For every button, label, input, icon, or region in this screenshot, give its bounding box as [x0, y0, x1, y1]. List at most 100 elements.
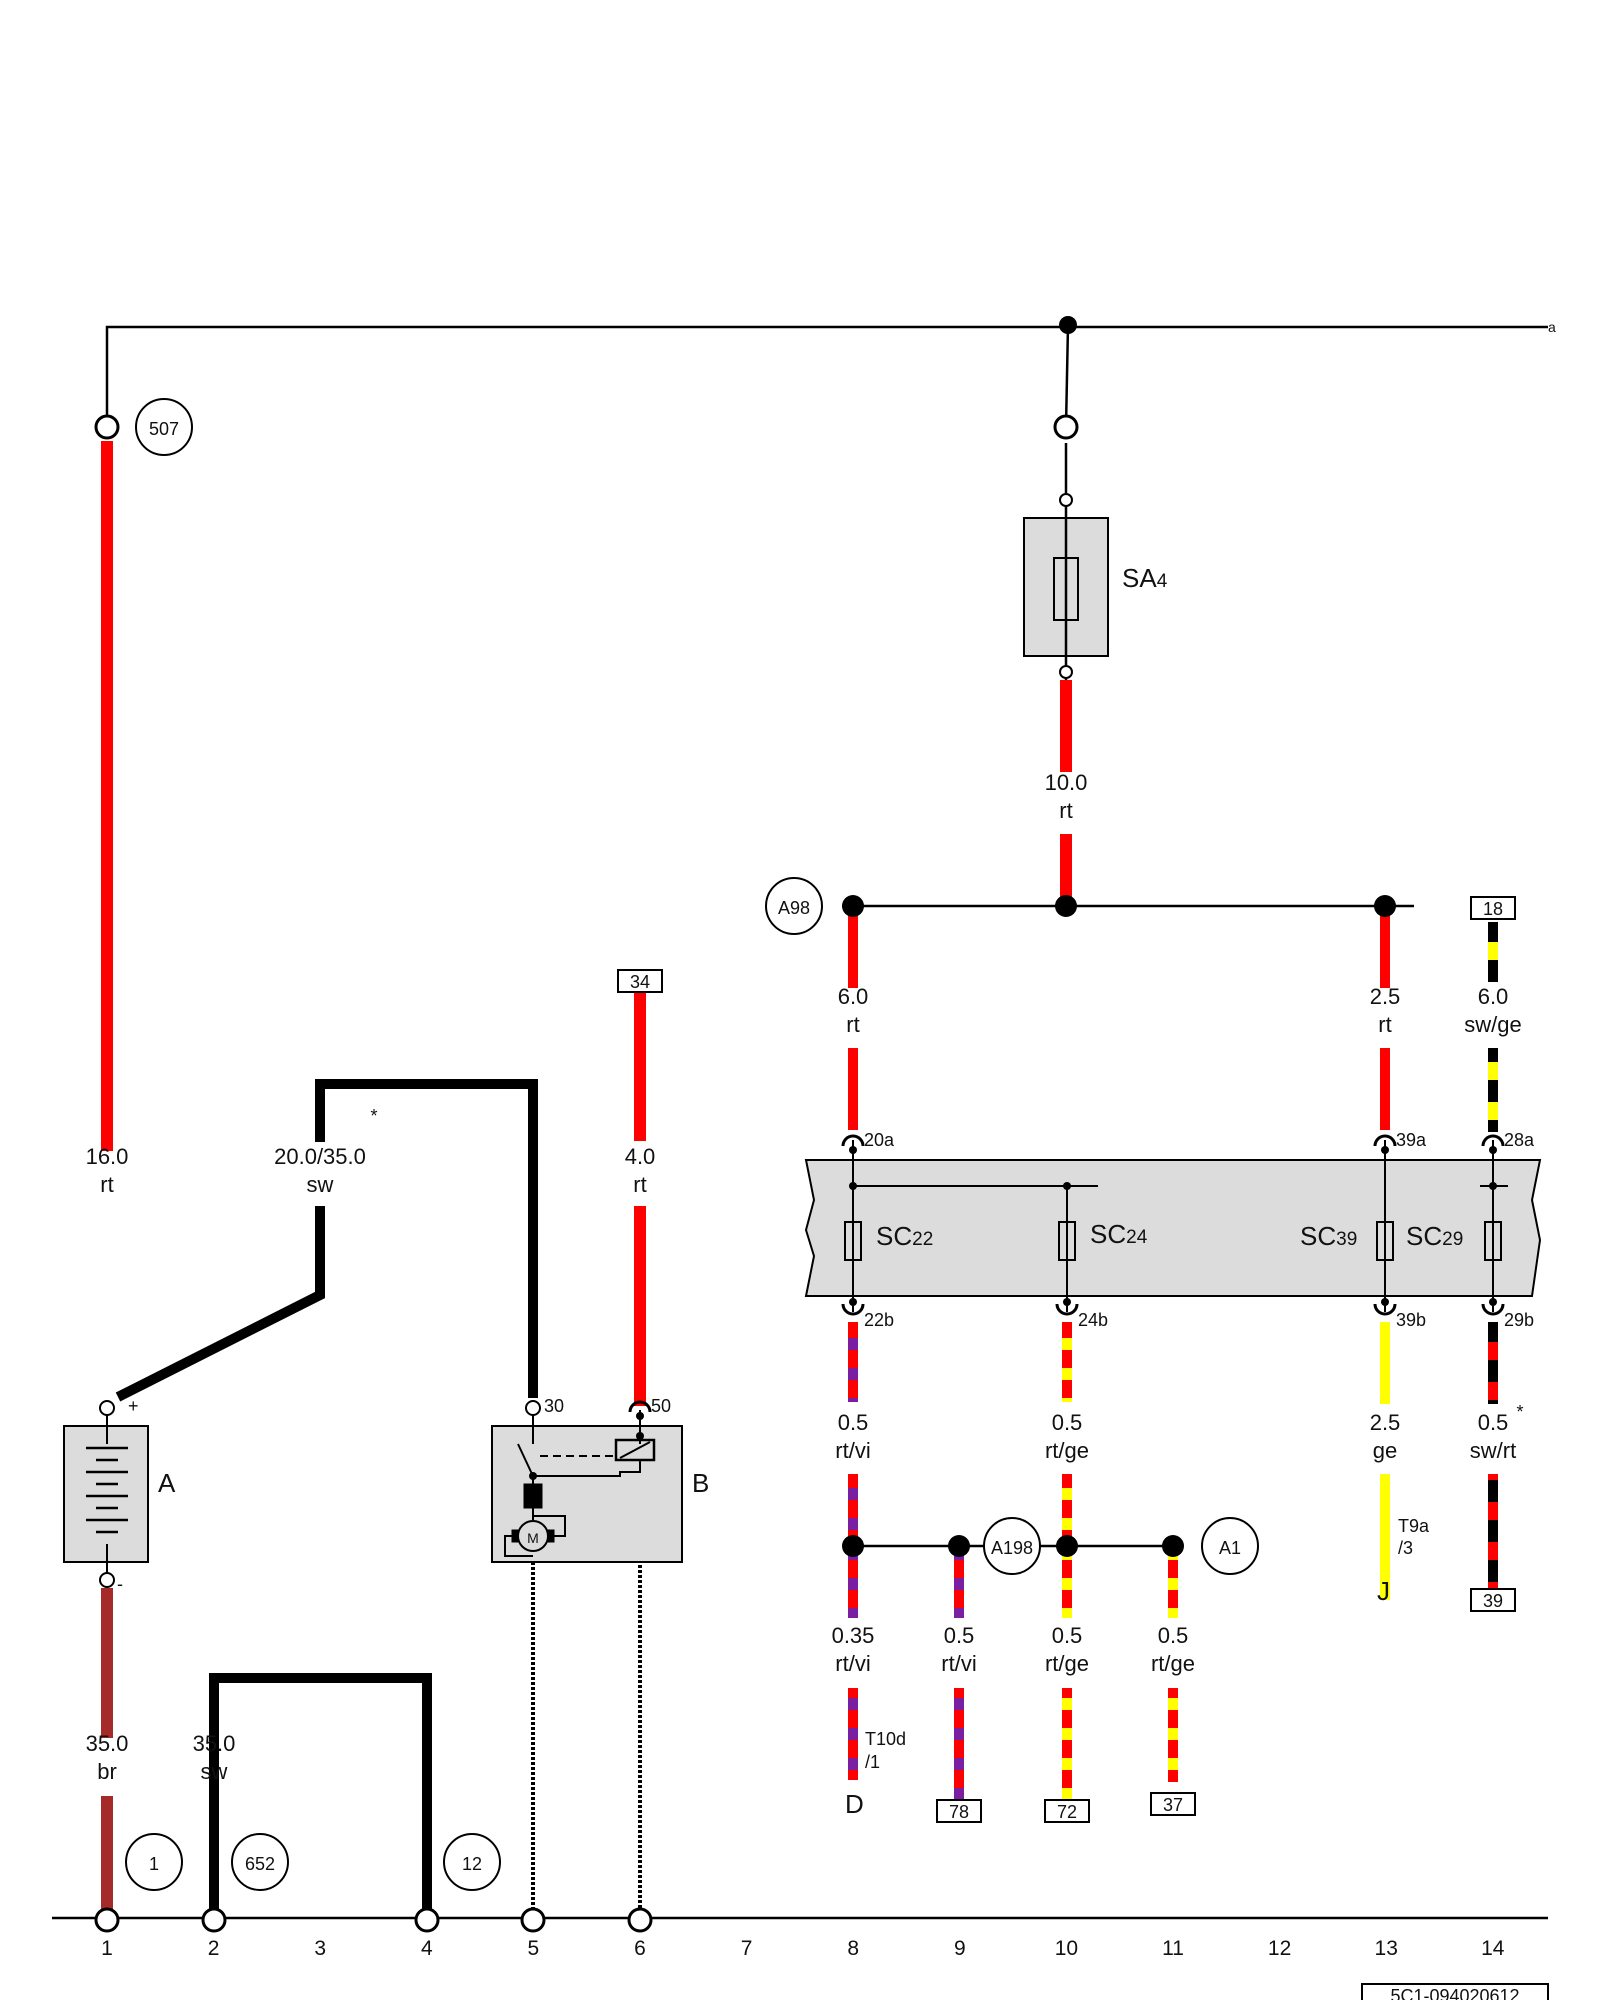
- column-number: 11: [1162, 1937, 1184, 1960]
- wire-22b-top: [848, 1322, 858, 1402]
- column-number: 12: [1268, 1937, 1291, 1960]
- svg-text:A98: A98: [778, 898, 810, 918]
- wire-label-34: 4.0rt: [625, 1144, 656, 1197]
- svg-text:/1: /1: [865, 1752, 880, 1772]
- svg-text:5C1-094020612: 5C1-094020612: [1390, 1986, 1519, 2000]
- svg-text:6.0: 6.0: [1478, 984, 1509, 1009]
- wire-label-22b: 0.5rt/vi: [835, 1410, 870, 1463]
- label-sa4: SA4: [1122, 563, 1168, 593]
- svg-text:rt/vi: rt/vi: [835, 1651, 870, 1676]
- wire-507-red: [101, 441, 113, 1151]
- column-number: 1: [101, 1937, 113, 1960]
- wire-label-37: 0.5rt/ge: [1151, 1623, 1195, 1676]
- pin-39a: 39a: [1396, 1130, 1427, 1150]
- svg-text:/3: /3: [1398, 1538, 1413, 1558]
- wire-label-78: 0.5rt/vi: [941, 1623, 976, 1676]
- wire-39a-bottom: [1380, 1048, 1390, 1130]
- connection-a1: A1: [1201, 1517, 1259, 1575]
- connection-a98: A98: [765, 877, 823, 935]
- wire-20a-top: [848, 914, 858, 988]
- column-number: 6: [634, 1937, 646, 1960]
- svg-text:37: 37: [1163, 1795, 1183, 1815]
- wire-d-top: [848, 1550, 858, 1618]
- wire-label-72: 0.5rt/ge: [1045, 1623, 1089, 1676]
- ground-507: 507: [135, 398, 193, 456]
- svg-text:0.5: 0.5: [1158, 1623, 1189, 1648]
- wire-39b-top: [1380, 1322, 1390, 1404]
- wire-br-top: [101, 1588, 113, 1738]
- svg-text:0.5: 0.5: [1052, 1410, 1083, 1435]
- wire-label-29b: 0.5sw/rt*: [1470, 1402, 1524, 1463]
- wire-label-gnd: 35.0sw: [193, 1731, 236, 1784]
- connector-t10d: T10d /1 D: [845, 1729, 906, 1819]
- terminals: [94, 414, 653, 1933]
- svg-text:rt/ge: rt/ge: [1045, 1438, 1089, 1463]
- wire-34-bottom: [634, 1206, 646, 1406]
- svg-text:br: br: [97, 1759, 117, 1784]
- svg-text:35.0: 35.0: [193, 1731, 236, 1756]
- wire-label-sw-main: 20.0/35.0sw*: [274, 1106, 377, 1197]
- label-sc29: SC29: [1406, 1221, 1463, 1251]
- wire-72-top: [1062, 1550, 1072, 1618]
- column-number: 9: [954, 1937, 966, 1960]
- label-battery-minus: -: [117, 1574, 123, 1594]
- wire-37-top: [1168, 1550, 1178, 1618]
- svg-text:12: 12: [462, 1854, 482, 1874]
- wire-br-bottom: [101, 1796, 113, 1910]
- column-number: 8: [847, 1937, 859, 1960]
- ref-39: 39: [1470, 1588, 1516, 1612]
- svg-text:sw/ge: sw/ge: [1464, 1012, 1521, 1037]
- wire-label-28a: 6.0 sw/ge: [1464, 984, 1521, 1037]
- svg-text:0.5: 0.5: [1478, 1410, 1509, 1435]
- fuse-box-sc: [804, 1134, 1542, 1316]
- svg-text:1: 1: [149, 1854, 159, 1874]
- connector-t9a: T9a /3 J: [1377, 1516, 1430, 1606]
- column-number: 3: [314, 1937, 326, 1960]
- wire-label-507: 16.0rt: [86, 1144, 129, 1197]
- svg-text:rt/ge: rt/ge: [1045, 1651, 1089, 1676]
- ref-78: 78: [936, 1799, 982, 1823]
- svg-text:652: 652: [245, 1854, 275, 1874]
- label-sc39: SC39: [1300, 1221, 1357, 1251]
- pin-29b: 29b: [1504, 1310, 1534, 1330]
- wire-34-top: [634, 993, 646, 1141]
- label-starter-b: B: [692, 1468, 709, 1498]
- svg-text:507: 507: [149, 419, 179, 439]
- svg-text:A1: A1: [1219, 1538, 1241, 1558]
- pin-39b: 39b: [1396, 1310, 1426, 1330]
- svg-text:34: 34: [630, 972, 650, 992]
- motor-symbol: M: [527, 1530, 539, 1546]
- wire-label-20a: 6.0rt: [838, 984, 869, 1037]
- ground-12: 12: [443, 1833, 501, 1891]
- column-number: 2: [208, 1937, 220, 1960]
- column-number: 5: [528, 1937, 540, 1960]
- svg-text:ge: ge: [1373, 1438, 1397, 1463]
- svg-text:rt: rt: [1378, 1012, 1391, 1037]
- pin-24b: 24b: [1078, 1310, 1108, 1330]
- fuse-sa4: [1023, 414, 1109, 679]
- wire-39b-bottom: [1380, 1474, 1390, 1600]
- column-number: 4: [421, 1937, 433, 1960]
- column-number: 10: [1055, 1937, 1078, 1960]
- wire-sa4-bottom: [1060, 834, 1072, 904]
- svg-text:35.0: 35.0: [86, 1731, 129, 1756]
- svg-text:T10d: T10d: [865, 1729, 906, 1749]
- svg-text:rt: rt: [633, 1172, 646, 1197]
- label-sc22: SC22: [876, 1221, 933, 1251]
- svg-text:6.0: 6.0: [838, 984, 869, 1009]
- wire-29b-bottom: [1488, 1474, 1498, 1590]
- wire-28a-bottom: [1488, 1048, 1498, 1132]
- svg-text:*: *: [1516, 1402, 1523, 1422]
- wire-label-sa4: 10.0rt: [1045, 770, 1088, 823]
- svg-text:2.5: 2.5: [1370, 1410, 1401, 1435]
- svg-text:D: D: [845, 1789, 864, 1819]
- svg-text:T9a: T9a: [1398, 1516, 1430, 1536]
- pin-28a: 28a: [1504, 1130, 1535, 1150]
- wire-29b-top: [1488, 1322, 1498, 1404]
- wire-78-top: [954, 1550, 964, 1618]
- pin-20a: 20a: [864, 1130, 895, 1150]
- starter-ground-wires: [531, 1440, 642, 1910]
- svg-text:78: 78: [949, 1802, 969, 1822]
